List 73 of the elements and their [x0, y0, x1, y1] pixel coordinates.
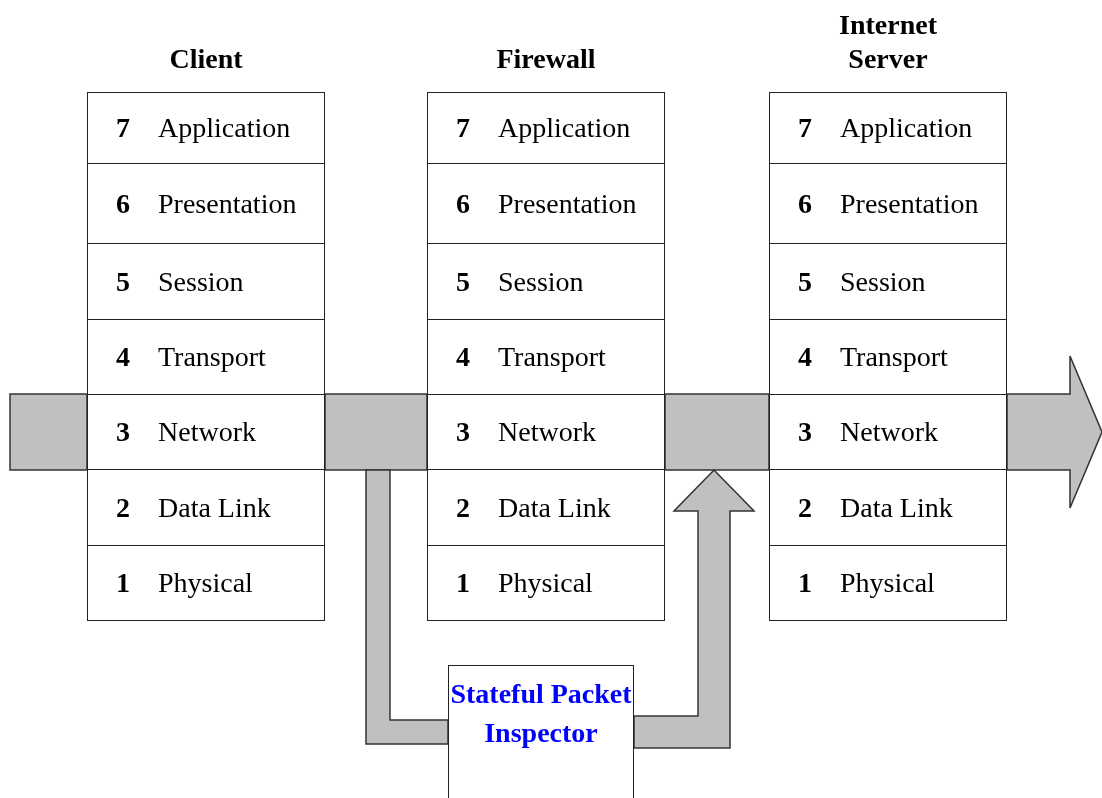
layer-box — [87, 92, 325, 164]
flow-band — [9, 393, 88, 471]
layer-number: 5 — [115, 265, 131, 298]
layer-name: Physical — [158, 567, 253, 599]
layer-box — [87, 545, 325, 621]
flow-band — [324, 393, 428, 471]
layer-box — [87, 469, 325, 546]
layer-number: 2 — [115, 491, 131, 524]
layer-name: Application — [158, 112, 291, 144]
column-heading: Firewall — [496, 42, 596, 76]
layer-box — [87, 243, 325, 320]
layer-number: 2 — [455, 491, 471, 524]
layer-box — [769, 394, 1007, 470]
layer-box — [769, 163, 1007, 244]
block-arrow — [633, 468, 756, 749]
layer-name: Data Link — [840, 491, 953, 524]
layer-name: Transport — [158, 341, 266, 373]
layer-number: 7 — [115, 112, 131, 144]
layer-number: 4 — [115, 341, 131, 373]
layer-number: 7 — [455, 112, 471, 144]
column-heading: Internet Server — [838, 8, 938, 76]
layer-name: Data Link — [158, 491, 271, 524]
layer-number: 3 — [455, 416, 471, 448]
layer-number: 1 — [115, 567, 131, 599]
layer-box — [427, 469, 665, 546]
layer-number: 2 — [797, 491, 813, 524]
layer-name: Transport — [498, 341, 606, 373]
layer-number: 6 — [455, 187, 471, 220]
layer-box — [769, 319, 1007, 395]
column-heading: Client — [169, 42, 243, 76]
layer-name: Data Link — [498, 491, 611, 524]
layer-name: Presentation — [498, 187, 637, 220]
flow-band — [664, 393, 770, 471]
layer-number: 3 — [797, 416, 813, 448]
layer-number: 4 — [455, 341, 471, 373]
layer-box — [427, 243, 665, 320]
layer-name: Physical — [840, 567, 935, 599]
layer-box — [769, 243, 1007, 320]
layer-name: Session — [840, 265, 926, 298]
layer-name: Network — [840, 416, 938, 448]
layer-number: 5 — [455, 265, 471, 298]
layer-number: 6 — [797, 187, 813, 220]
layer-box — [87, 163, 325, 244]
layer-name: Session — [158, 265, 244, 298]
layer-box — [769, 92, 1007, 164]
layer-name: Session — [498, 265, 584, 298]
layer-number: 6 — [115, 187, 131, 220]
layer-name: Transport — [840, 341, 948, 373]
layer-box — [769, 469, 1007, 546]
layer-box — [427, 92, 665, 164]
layer-name: Application — [498, 112, 631, 144]
layer-name: Physical — [498, 567, 593, 599]
layer-box — [87, 319, 325, 395]
layer-name: Application — [840, 112, 973, 144]
layer-box — [427, 545, 665, 621]
layer-name: Network — [498, 416, 596, 448]
layer-name: Network — [158, 416, 256, 448]
layer-name: Presentation — [840, 187, 979, 220]
layer-number: 4 — [797, 341, 813, 373]
block-arrow — [1006, 355, 1102, 509]
layer-box — [427, 319, 665, 395]
layer-name: Presentation — [158, 187, 297, 220]
layer-number: 1 — [455, 567, 471, 599]
layer-box — [427, 163, 665, 244]
layer-number: 3 — [115, 416, 131, 448]
layer-box — [427, 394, 665, 470]
layer-number: 7 — [797, 112, 813, 144]
layer-number: 5 — [797, 265, 813, 298]
layer-box — [769, 545, 1007, 621]
layer-box — [87, 394, 325, 470]
flow-band — [365, 469, 449, 745]
inspector-box: Stateful Packet Inspector — [448, 665, 634, 798]
layer-number: 1 — [797, 567, 813, 599]
